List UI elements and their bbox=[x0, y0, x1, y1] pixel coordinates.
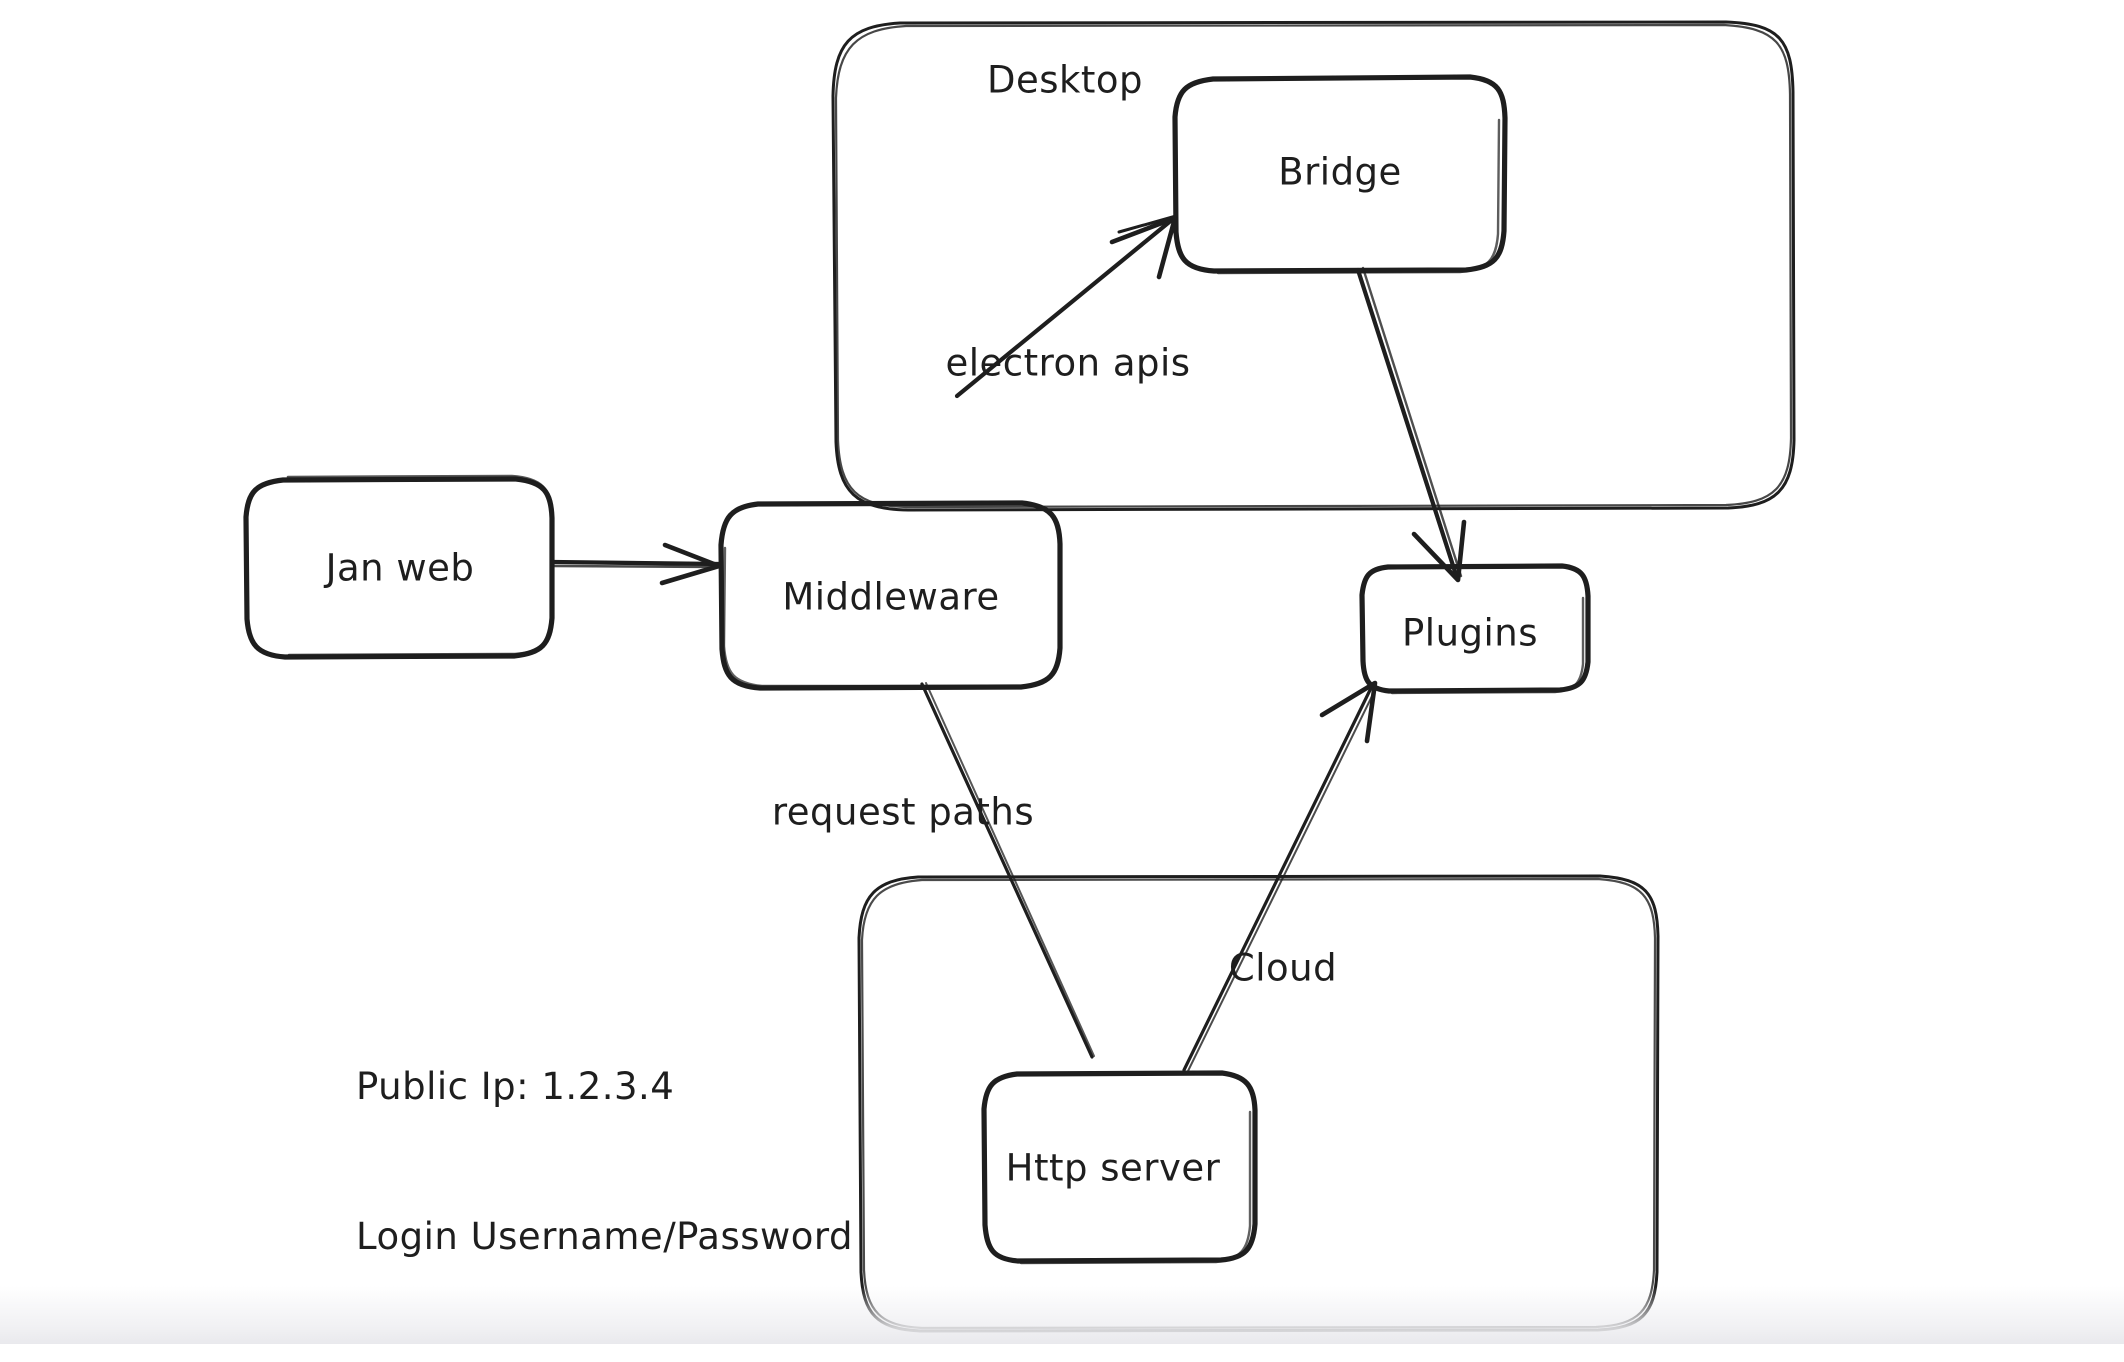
node-jan-web-shape[interactable] bbox=[243, 474, 555, 660]
node-label-bridge: Bridge bbox=[1278, 150, 1402, 194]
edge-label-electron-apis: electron apis bbox=[945, 341, 1191, 385]
node-label-middleware: Middleware bbox=[782, 575, 1000, 619]
node-label-plugins: Plugins bbox=[1401, 611, 1539, 655]
group-container-cloud[interactable] bbox=[857, 874, 1660, 1333]
note-deployment-info: Public Ip: 1.2.3.4 Login Username/Passwo… bbox=[356, 962, 853, 1362]
edge-bridge-to-plugins[interactable] bbox=[1355, 266, 1467, 583]
group-container-desktop[interactable] bbox=[831, 20, 1796, 512]
edge-middleware-to-bridge[interactable] bbox=[954, 214, 1178, 399]
note-line-public-ip: Public Ip: 1.2.3.4 bbox=[356, 1064, 675, 1108]
edge-middleware-to-httpserver[interactable] bbox=[920, 682, 1095, 1059]
edge-janweb-to-middleware[interactable] bbox=[550, 542, 722, 586]
node-label-jan-web: Jan web bbox=[325, 546, 475, 590]
node-bridge-shape[interactable] bbox=[1172, 74, 1508, 275]
arrowhead-icon bbox=[659, 542, 722, 586]
node-middleware-shape[interactable] bbox=[718, 500, 1063, 691]
node-label-http-server: Http server bbox=[1005, 1146, 1221, 1190]
arrowhead-icon bbox=[1109, 215, 1178, 280]
note-line-login: Login Username/Password bbox=[356, 1214, 853, 1258]
edge-label-request-paths: request paths bbox=[771, 790, 1035, 834]
node-http-server-shape[interactable] bbox=[981, 1070, 1258, 1265]
edge-label-cloud: Cloud bbox=[1228, 946, 1338, 990]
arrowhead-icon bbox=[1411, 519, 1467, 583]
edge-httpserver-to-plugins[interactable] bbox=[1182, 680, 1378, 1072]
group-label-desktop: Desktop bbox=[986, 58, 1144, 102]
node-plugins-shape[interactable] bbox=[1359, 563, 1591, 695]
